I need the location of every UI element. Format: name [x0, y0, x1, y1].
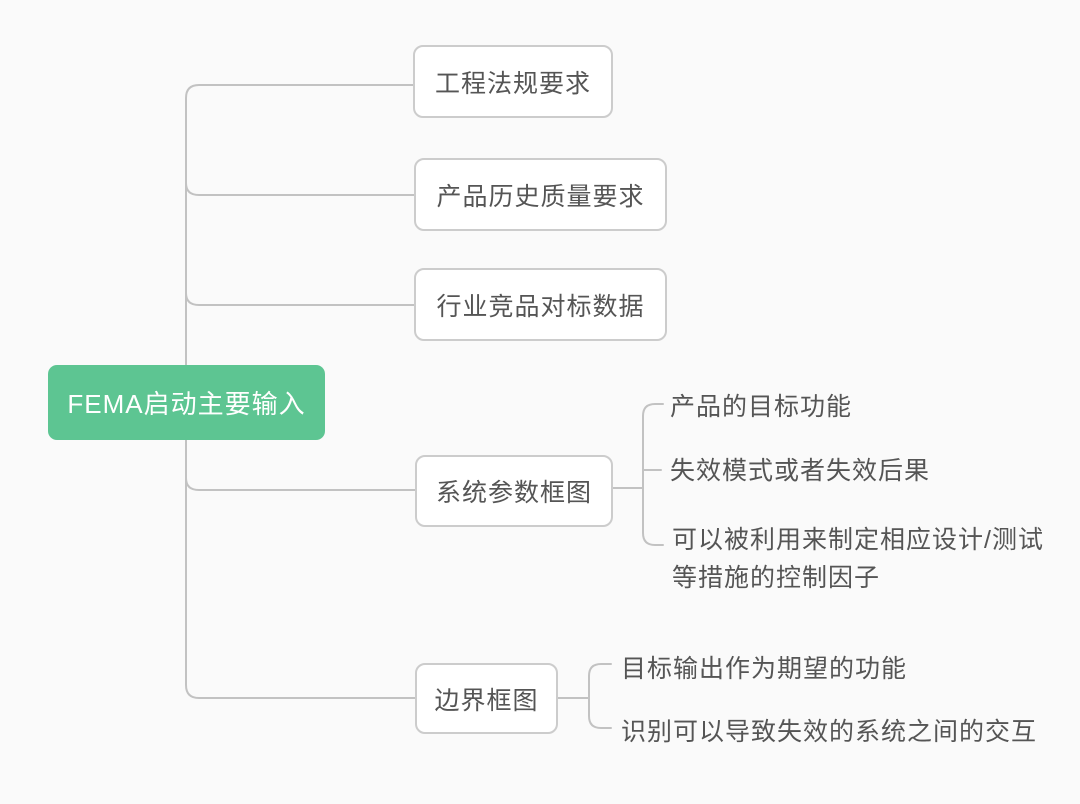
branch-node-engineering-regulations[interactable]: 工程法规要求 [413, 45, 613, 118]
connector-sys-bracket [642, 403, 664, 546]
leaf-node-product-target-function[interactable]: 产品的目标功能 [670, 393, 853, 421]
branch-node-competitor-benchmark-data[interactable]: 行业竞品对标数据 [414, 268, 667, 341]
root-node-fema-inputs[interactable]: FEMA启动主要输入 [48, 365, 325, 440]
leaf-node-failure-mode-or-consequence[interactable]: 失效模式或者失效后果 [670, 457, 931, 485]
leaf-node-control-factors[interactable]: 可以被利用来制定相应设计/测试等措施的控制因子 [672, 526, 1044, 592]
connector-bnd-bracket [588, 663, 612, 729]
branch-node-system-parameter-diagram[interactable]: 系统参数框图 [415, 455, 613, 527]
branch-node-product-history-quality[interactable]: 产品历史质量要求 [414, 158, 667, 231]
connector-branch-sys [185, 477, 416, 491]
leaf-node-target-output-expected-function[interactable]: 目标输出作为期望的功能 [621, 655, 908, 683]
connector-branch-hist [185, 182, 415, 196]
connector-branch-comp [185, 292, 415, 306]
leaf-node-identify-system-interactions[interactable]: 识别可以导致失效的系统之间的交互 [621, 718, 1038, 746]
branch-node-boundary-diagram[interactable]: 边界框图 [415, 663, 558, 734]
